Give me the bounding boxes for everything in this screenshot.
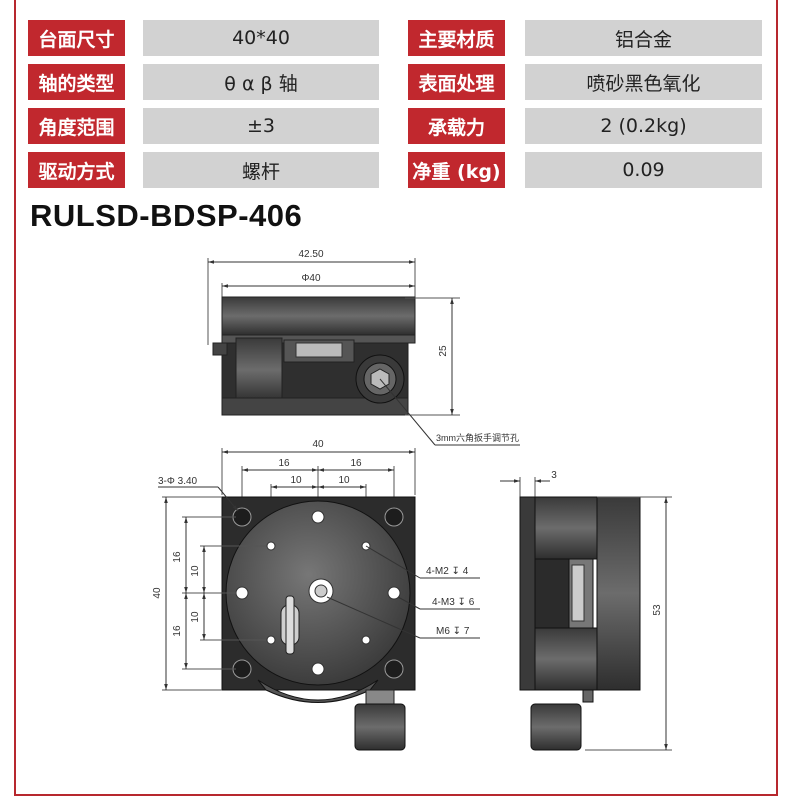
- top-view: 42.50 Φ40 25 3mm六角扳手调节孔: [207, 249, 520, 446]
- dim-front-v10b: 10: [190, 611, 201, 623]
- spec-label-load: 承载力: [408, 108, 505, 144]
- dim-top-height: 25: [438, 345, 449, 357]
- dim-front-v16a: 16: [172, 551, 183, 563]
- m3-note: 4-M3 ↧ 6: [432, 597, 475, 608]
- spec-value-angle: ±3: [143, 108, 379, 144]
- dim-front-10a: 10: [290, 475, 302, 486]
- spec-value-size: 40*40: [143, 20, 379, 56]
- dim-front-width: 40: [312, 439, 324, 450]
- page-frame: [14, 0, 778, 796]
- spec-value-load: 2 (0.2kg): [525, 108, 762, 144]
- spec-value-weight: 0.09: [525, 152, 762, 188]
- hex-key-note: 3mm六角扳手调节孔: [436, 432, 519, 443]
- dim-side-53: 53: [652, 604, 663, 616]
- model-title: RULSD-BDSP-406: [30, 198, 303, 233]
- spec-table: 台面尺寸 40*40 主要材质 铝合金 轴的类型 θ α β 轴 表面处理 喷砂…: [28, 20, 762, 190]
- spec-label-axis: 轴的类型: [28, 64, 125, 100]
- front-view: 40 16 16 10 10: [152, 439, 480, 751]
- dim-top-width: 42.50: [298, 249, 323, 260]
- dim-top-diameter: Φ40: [301, 273, 321, 284]
- dim-front-v16b: 16: [172, 625, 183, 637]
- spec-label-surface: 表面处理: [408, 64, 505, 100]
- spec-value-surface: 喷砂黑色氧化: [525, 64, 762, 100]
- dim-side-3: 3: [551, 470, 557, 481]
- spec-label-material: 主要材质: [408, 20, 505, 56]
- spec-label-drive: 驱动方式: [28, 152, 125, 188]
- dim-front-16b: 16: [350, 458, 362, 469]
- dim-front-10b: 10: [338, 475, 350, 486]
- spec-label-size: 台面尺寸: [28, 20, 125, 56]
- spec-label-weight: 净重 (kg): [408, 152, 505, 188]
- dim-front-v10a: 10: [190, 565, 201, 577]
- spec-value-material: 铝合金: [525, 20, 762, 56]
- spec-value-drive: 螺杆: [143, 152, 379, 188]
- m2-note: 4-M2 ↧ 4: [426, 566, 469, 577]
- side-view: 3 53: [500, 470, 672, 751]
- dim-front-16a: 16: [278, 458, 290, 469]
- spec-label-angle: 角度范围: [28, 108, 125, 144]
- spec-value-axis: θ α β 轴: [143, 64, 379, 100]
- m6-note: M6 ↧ 7: [436, 626, 470, 637]
- corner-holes-note: 3-Φ 3.40: [158, 476, 198, 487]
- dim-front-height: 40: [152, 587, 163, 599]
